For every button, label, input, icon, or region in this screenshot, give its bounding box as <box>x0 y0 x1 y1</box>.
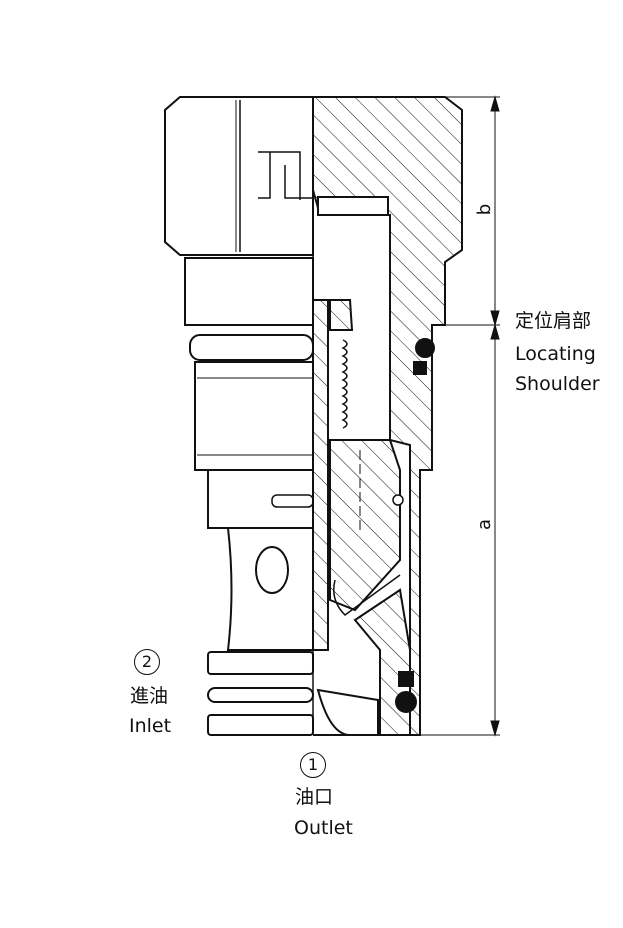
hex-nut <box>164 96 314 256</box>
port-hole <box>255 546 289 594</box>
bottom-ring <box>207 714 314 736</box>
dimension-a-label: a <box>474 518 496 531</box>
o-ring-lower <box>395 691 417 713</box>
port2-number: 2 <box>134 649 160 675</box>
body-neck <box>184 257 314 326</box>
dimension-lines <box>420 95 500 737</box>
port2-label-en: Inlet <box>129 715 172 737</box>
bottom-ring <box>207 687 314 703</box>
dimension-b-label: b <box>474 203 496 216</box>
backup-ring-lower <box>398 671 414 687</box>
port1-number: 1 <box>300 752 326 778</box>
port1-label-en: Outlet <box>294 817 353 839</box>
bottom-ring <box>207 651 314 675</box>
backup-ring-upper <box>413 361 427 375</box>
port2-label-zh: 進油 <box>130 685 169 707</box>
port1-label-zh: 油口 <box>295 786 334 808</box>
poppet <box>329 439 401 612</box>
logo-mark <box>258 151 313 200</box>
shoulder-label-en1: Locating <box>515 343 596 365</box>
o-ring-groove <box>189 334 314 361</box>
o-ring-upper <box>415 338 435 358</box>
shoulder-label-en2: Shoulder <box>515 373 600 395</box>
shoulder-label-zh: 定位肩部 <box>515 310 592 332</box>
spring <box>341 339 348 429</box>
